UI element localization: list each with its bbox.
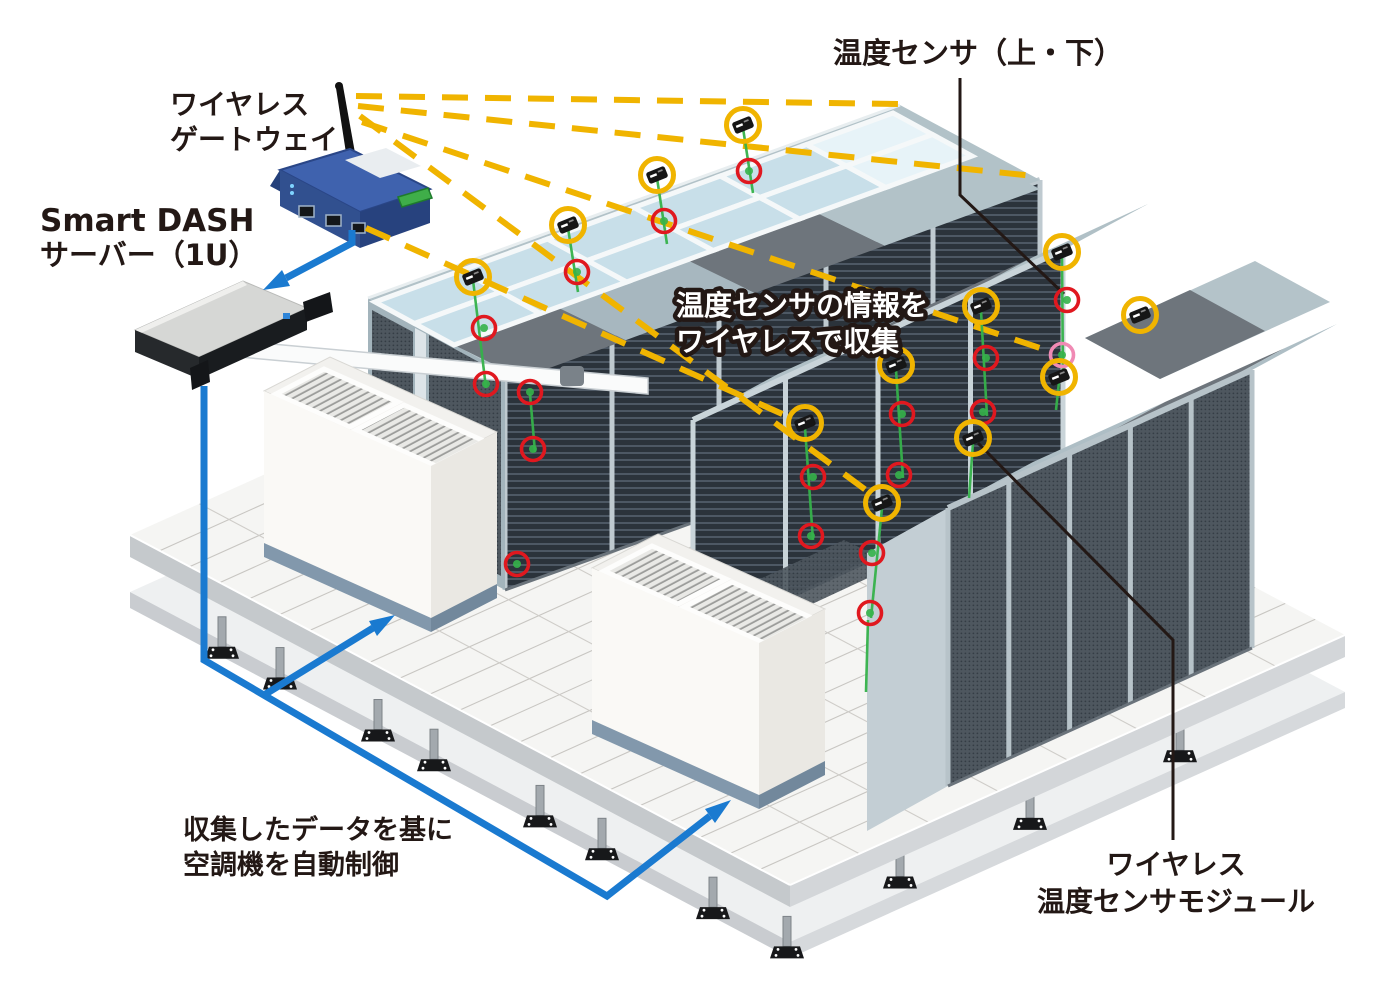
antenna-icon — [336, 86, 357, 166]
temp-sensor-marker — [503, 550, 531, 578]
floor-pedestals — [205, 616, 1197, 959]
wireless-module-marker — [638, 156, 676, 194]
rack-row-front-right — [867, 261, 1337, 831]
wireless-module-marker — [1043, 233, 1081, 271]
sensor-module-icon — [794, 414, 816, 432]
control-label-line2: 空調機を自動制御 — [183, 849, 399, 881]
sensor-module-icon — [732, 116, 754, 134]
sensor-module-icon — [970, 297, 992, 315]
callout-lines — [958, 78, 1175, 840]
control-lines — [200, 230, 731, 901]
wireless-module-marker — [549, 206, 587, 244]
server-label-line2: サーバー（1U） — [40, 238, 257, 272]
wireless-module-marker — [877, 346, 915, 384]
crac-unit-2 — [590, 533, 827, 809]
smart-dash-server-device — [133, 280, 333, 390]
sensor-wire — [803, 427, 815, 541]
crac-unit-1 — [262, 356, 499, 632]
temp-sensor-marker — [519, 435, 547, 463]
wireless-module-marker — [724, 106, 762, 144]
sensor-wire — [471, 279, 488, 389]
temp-sensor-marker — [972, 344, 1000, 372]
sensor-module-icon — [871, 494, 893, 512]
wireless-module-marker — [954, 419, 992, 457]
wireless-module-marker — [786, 404, 824, 442]
sensor-module-icon — [646, 166, 668, 184]
collect-label-line2: ワイヤレスで収集 — [676, 325, 899, 358]
control-label-line1: 収集したデータを基に — [183, 814, 453, 846]
temp-sensor-marker — [799, 463, 827, 491]
server-label-line1: Smart DASH — [40, 203, 254, 239]
temp-sensor-marker — [888, 400, 916, 428]
temp-sensor-marker — [650, 207, 678, 235]
temp-sensor-marker — [472, 370, 500, 398]
sensor-wire — [1054, 381, 1061, 411]
gateway-label-line1: ワイヤレス — [170, 88, 309, 121]
wireless-module-marker — [1040, 358, 1078, 396]
labels: 温度センサ（上・下） ワイヤレス ゲートウェイ Smart DASH サーバー（… — [40, 36, 1315, 918]
wireless-module-marker — [1121, 296, 1159, 334]
wireless-module-marker — [454, 258, 492, 296]
temp-sensor-marker — [735, 157, 763, 185]
temp-sensor-marker — [516, 378, 544, 406]
sensor-top-label: 温度センサ（上・下） — [833, 36, 1123, 70]
wireless-module-marker — [962, 287, 1000, 325]
collect-label-line1: 温度センサの情報を — [676, 289, 928, 322]
sensor-module-icon — [1048, 368, 1070, 386]
temp-sensor-marker — [470, 314, 498, 342]
gateway-label-line2: ゲートウェイ — [170, 123, 338, 156]
wireless-module-marker — [863, 484, 901, 522]
sensor-module-icon — [962, 429, 984, 447]
sensor-wire — [979, 310, 989, 417]
temp-sensor-marker-pink — [1048, 341, 1076, 369]
temp-sensor-marker — [797, 522, 825, 550]
sensor-module-icon — [557, 216, 579, 234]
sensor-module-icon — [462, 268, 484, 286]
sensor-wire — [864, 619, 870, 693]
sensors-layer — [454, 106, 1159, 693]
module-label-line1: ワイヤレス — [1106, 848, 1245, 881]
temp-sensor-marker — [885, 461, 913, 489]
temp-sensor-marker — [563, 258, 591, 286]
module-label-line2: 温度センサモジュール — [1037, 885, 1315, 918]
sensor-module-icon — [1129, 306, 1151, 324]
sensor-module-icon — [885, 356, 907, 374]
temp-sensor-marker — [856, 599, 884, 627]
temp-sensor-marker — [858, 539, 886, 567]
temp-sensor-marker — [1053, 286, 1081, 314]
sensor-module-icon — [1051, 243, 1073, 261]
